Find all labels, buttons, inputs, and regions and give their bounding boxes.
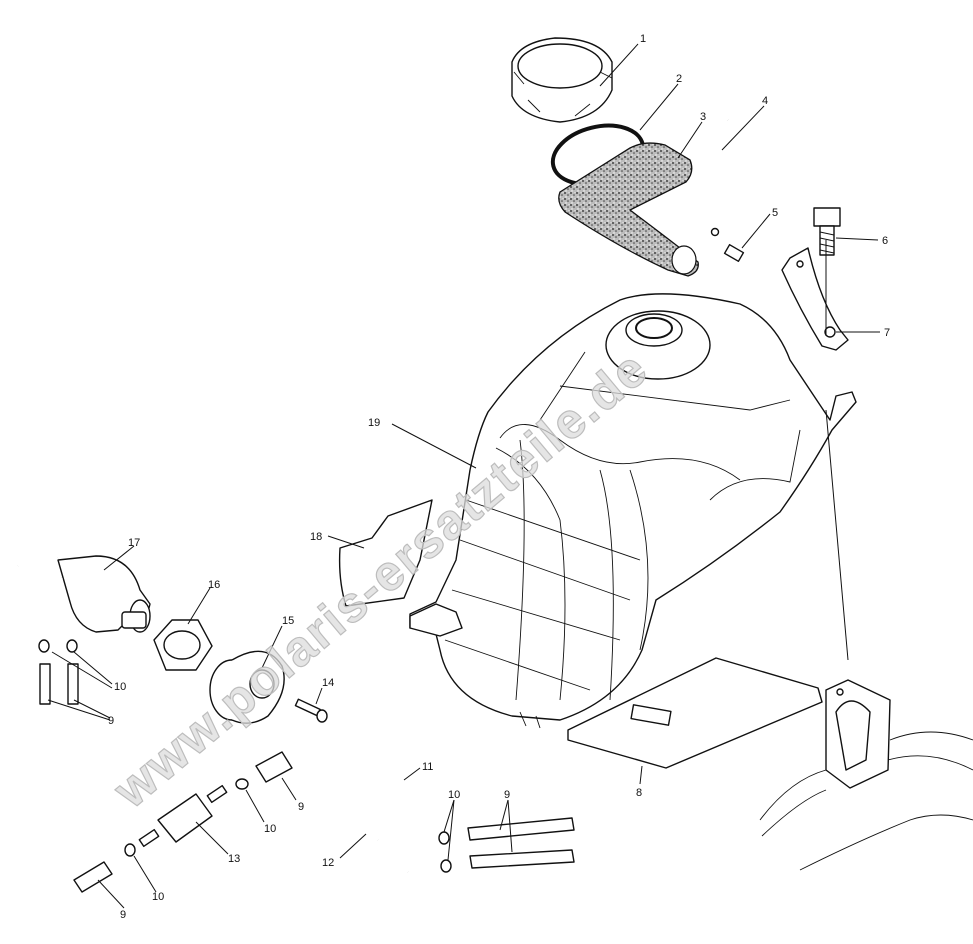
callout-17: 17 bbox=[128, 537, 140, 549]
fuel-pump bbox=[17, 555, 151, 633]
callout-6: 6 bbox=[882, 235, 888, 247]
callout-1: 1 bbox=[640, 33, 646, 45]
mounting-bracket bbox=[781, 247, 849, 351]
frame-mount bbox=[759, 679, 973, 871]
callout-9-c: 9 bbox=[120, 909, 126, 921]
callout-10-c: 10 bbox=[152, 891, 164, 903]
callout-18: 18 bbox=[310, 531, 322, 543]
callout-3: 3 bbox=[700, 111, 706, 123]
vent-hose bbox=[702, 118, 740, 252]
callout-5: 5 bbox=[772, 207, 778, 219]
screw bbox=[294, 698, 328, 723]
callout-2: 2 bbox=[676, 73, 682, 85]
callout-9-d: 9 bbox=[504, 789, 510, 801]
callout-19: 19 bbox=[368, 417, 380, 429]
callout-4: 4 bbox=[762, 95, 768, 107]
callout-7: 7 bbox=[884, 327, 890, 339]
callout-12: 12 bbox=[322, 857, 334, 869]
callout-11: 11 bbox=[422, 761, 433, 773]
fuel-tank bbox=[409, 293, 857, 729]
tank-pad bbox=[567, 657, 823, 769]
callout-9-b: 9 bbox=[298, 801, 304, 813]
callout-8: 8 bbox=[636, 787, 642, 799]
grommet bbox=[209, 650, 285, 724]
callout-16: 16 bbox=[208, 579, 220, 591]
foam-filter bbox=[558, 142, 699, 277]
check-valve-fitting bbox=[710, 227, 745, 263]
callout-9-a: 9 bbox=[108, 715, 114, 727]
callout-13: 13 bbox=[228, 853, 240, 865]
hose-clamps bbox=[38, 639, 452, 873]
callout-labels: 1 2 3 4 5 6 7 8 9 9 9 9 10 10 10 10 11 1… bbox=[108, 33, 890, 921]
callout-14: 14 bbox=[322, 677, 334, 689]
callout-15: 15 bbox=[282, 615, 294, 627]
leader-lines bbox=[47, 43, 880, 909]
callout-10-d: 10 bbox=[448, 789, 460, 801]
heat-shield-pad bbox=[338, 499, 433, 607]
inline-fuel-filter bbox=[138, 784, 228, 848]
fuel-cap bbox=[511, 37, 613, 123]
mounting-bolt bbox=[813, 207, 841, 256]
elbow-fitting bbox=[364, 789, 379, 842]
hex-nut bbox=[153, 619, 213, 671]
callout-10-a: 10 bbox=[114, 681, 126, 693]
fuel-tube-11 bbox=[394, 757, 409, 874]
fuel-hoses bbox=[39, 663, 575, 893]
callout-10-b: 10 bbox=[264, 823, 276, 835]
